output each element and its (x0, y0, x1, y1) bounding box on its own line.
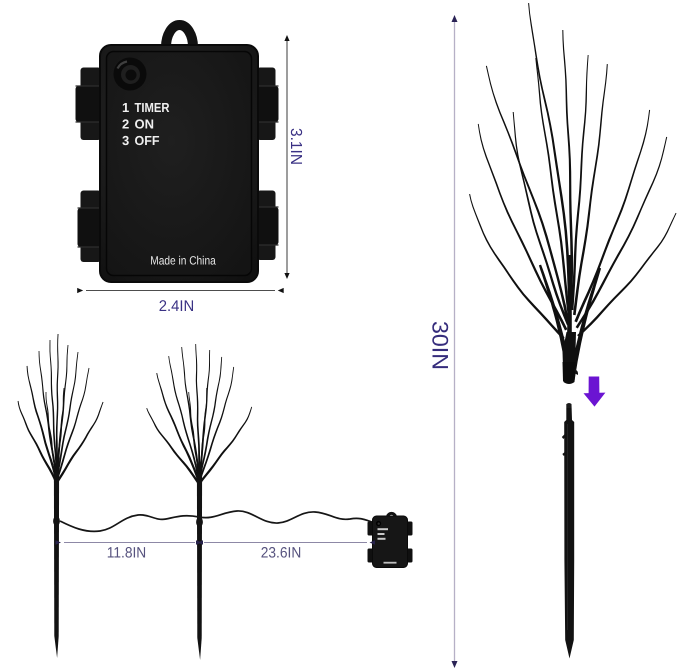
svg-text:23.6IN: 23.6IN (261, 545, 302, 562)
svg-text:OFF: OFF (135, 133, 160, 148)
svg-text:ON: ON (135, 117, 155, 132)
svg-text:Made in China: Made in China (150, 254, 216, 268)
svg-text:TIMER: TIMER (135, 100, 171, 115)
svg-text:1: 1 (122, 100, 129, 115)
svg-text:11.8IN: 11.8IN (107, 545, 147, 562)
svg-text:30IN: 30IN (428, 321, 453, 370)
svg-text:2: 2 (122, 117, 129, 132)
svg-text:3.1IN: 3.1IN (287, 128, 304, 165)
svg-text:2.4IN: 2.4IN (159, 298, 195, 315)
svg-text:3: 3 (122, 133, 129, 148)
